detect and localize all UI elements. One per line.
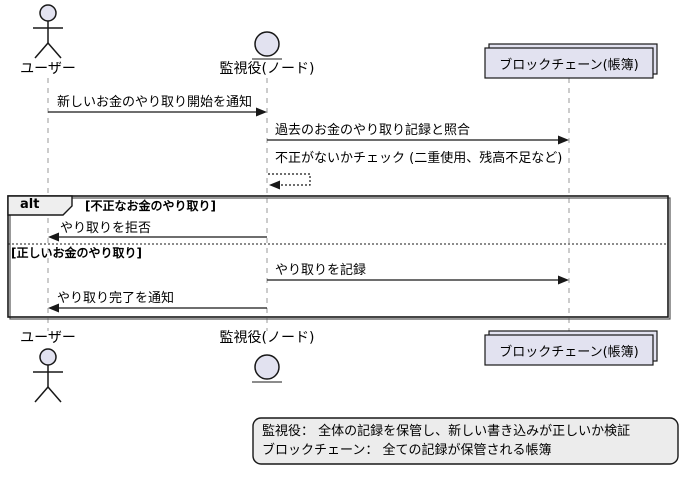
message-reject: やり取りを拒否 [60,221,152,236]
message-complete-notify: やり取り完了を通知 [57,291,175,306]
note-line-1: 監視役： 全体の記録を保管し、新しい書き込みが正しいか検証 [262,424,631,439]
lifelines [47,78,570,331]
alt-frame [7,195,671,320]
monitor-label-top: 監視役(ノード) [219,61,315,77]
monitor-entity-icon-bottom [252,354,282,383]
alt-keyword: alt [20,197,40,212]
arrow-reject [48,232,267,242]
monitor-label-bottom: 監視役(ノード) [219,330,315,346]
alt-guard-invalid: [不正なお金のやり取り] [85,199,216,213]
note-box [252,417,679,465]
monitor-entity-icon-top [252,31,282,60]
message-record: やり取りを記録 [275,263,367,278]
user-label-top: ユーザー [20,61,76,77]
note-line-2: ブロックチェーン： 全ての記録が保管される帳簿 [262,443,552,458]
user-label-bottom: ユーザー [20,330,76,346]
arrow-fraud-check-self [268,173,311,190]
blockchain-label-bottom: ブロックチェーン(帳簿) [499,344,639,360]
arrow-complete-notify [48,303,267,313]
message-verify-history: 過去のお金のやり取り記録と照合 [275,123,471,138]
blockchain-label-top: ブロックチェーン(帳簿) [499,57,639,73]
arrow-notify-start [48,107,267,117]
user-actor-icon-bottom [33,348,63,403]
message-arrows [48,107,569,313]
blockchain-collections-box-bottom [484,330,658,366]
message-fraud-check: 不正がないかチェック (二重使用、残高不足など) [275,151,563,166]
alt-label-pentagon [7,195,73,216]
blockchain-collections-box-top [484,43,658,79]
arrow-verify-history [267,135,569,145]
message-notify-start: 新しいお金のやり取り開始を通知 [57,95,253,110]
arrow-record [267,275,569,285]
alt-guard-valid: [正しいお金のやり取り] [11,246,142,260]
user-actor-icon-top [33,4,63,59]
